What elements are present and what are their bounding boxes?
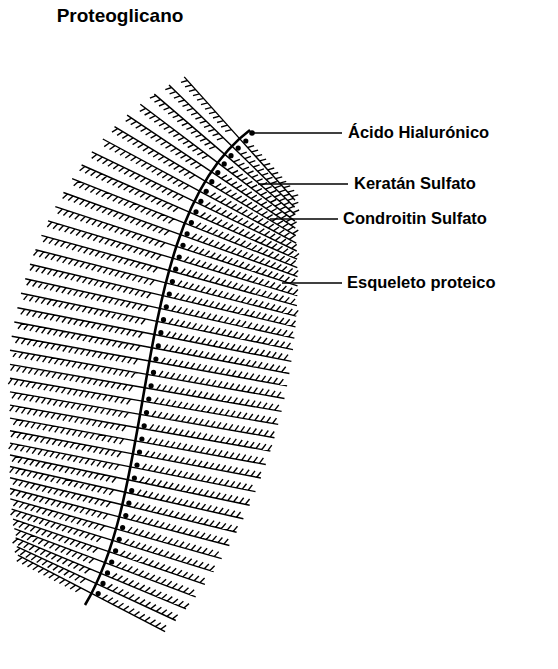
link-protein-dot [149, 383, 154, 388]
link-protein-dot [228, 153, 233, 158]
leader-lines [252, 133, 348, 283]
link-protein-dot [170, 279, 175, 284]
link-protein-dot [167, 292, 172, 297]
link-protein-dot [113, 548, 118, 553]
link-protein-dot [137, 450, 142, 455]
part-label: Ácido Hialurónico [348, 123, 489, 141]
hyaluronic-acid-backbone [85, 130, 250, 605]
leader-line [258, 183, 348, 185]
link-protein-dot [153, 357, 158, 362]
protein-chains [8, 77, 299, 632]
link-protein-dot [105, 570, 110, 575]
part-label: Esqueleto proteico [347, 273, 496, 291]
diagram-title: Proteoglicano [57, 6, 184, 27]
link-protein-dot [185, 231, 190, 236]
link-protein-dot [158, 330, 163, 335]
link-protein-dot [173, 267, 178, 272]
link-protein-dot [193, 209, 198, 214]
link-protein-dot [180, 243, 185, 248]
link-protein-dot [177, 255, 182, 260]
part-label: Keratán Sulfato [354, 174, 476, 192]
link-protein-dot [109, 559, 114, 564]
link-protein-dot [164, 304, 169, 309]
link-protein-dot [142, 423, 147, 428]
link-protein-dot [129, 488, 134, 493]
part-label: Condroitin Sulfato [343, 209, 487, 227]
link-protein-dot [189, 220, 194, 225]
link-protein-dot [120, 525, 125, 530]
link-protein-dot [215, 170, 220, 175]
link-protein-dot [126, 501, 131, 506]
link-protein-dot [204, 189, 209, 194]
link-protein-dot [209, 179, 214, 184]
link-protein-dot [132, 475, 137, 480]
leader-line [252, 132, 342, 134]
leader-line [282, 282, 342, 284]
link-protein-dot [117, 537, 122, 542]
link-protein-dot [222, 161, 227, 166]
link-protein-dot [151, 370, 156, 375]
link-protein-dot [139, 436, 144, 441]
link-protein-dot [236, 146, 241, 151]
link-dots [96, 138, 249, 596]
link-protein-dot [243, 138, 248, 143]
link-protein-dot [198, 199, 203, 204]
link-protein-dot [134, 463, 139, 468]
link-protein-dot [146, 397, 151, 402]
link-protein-dot [100, 581, 105, 586]
leader-dot [249, 130, 255, 136]
link-protein-dot [156, 343, 161, 348]
link-protein-dot [144, 410, 149, 415]
link-protein-dot [161, 317, 166, 322]
leader-line [270, 218, 338, 220]
link-protein-dot [123, 513, 128, 518]
protein-chain [10, 478, 238, 533]
link-protein-dot [96, 591, 101, 596]
protein-chain [9, 443, 256, 492]
